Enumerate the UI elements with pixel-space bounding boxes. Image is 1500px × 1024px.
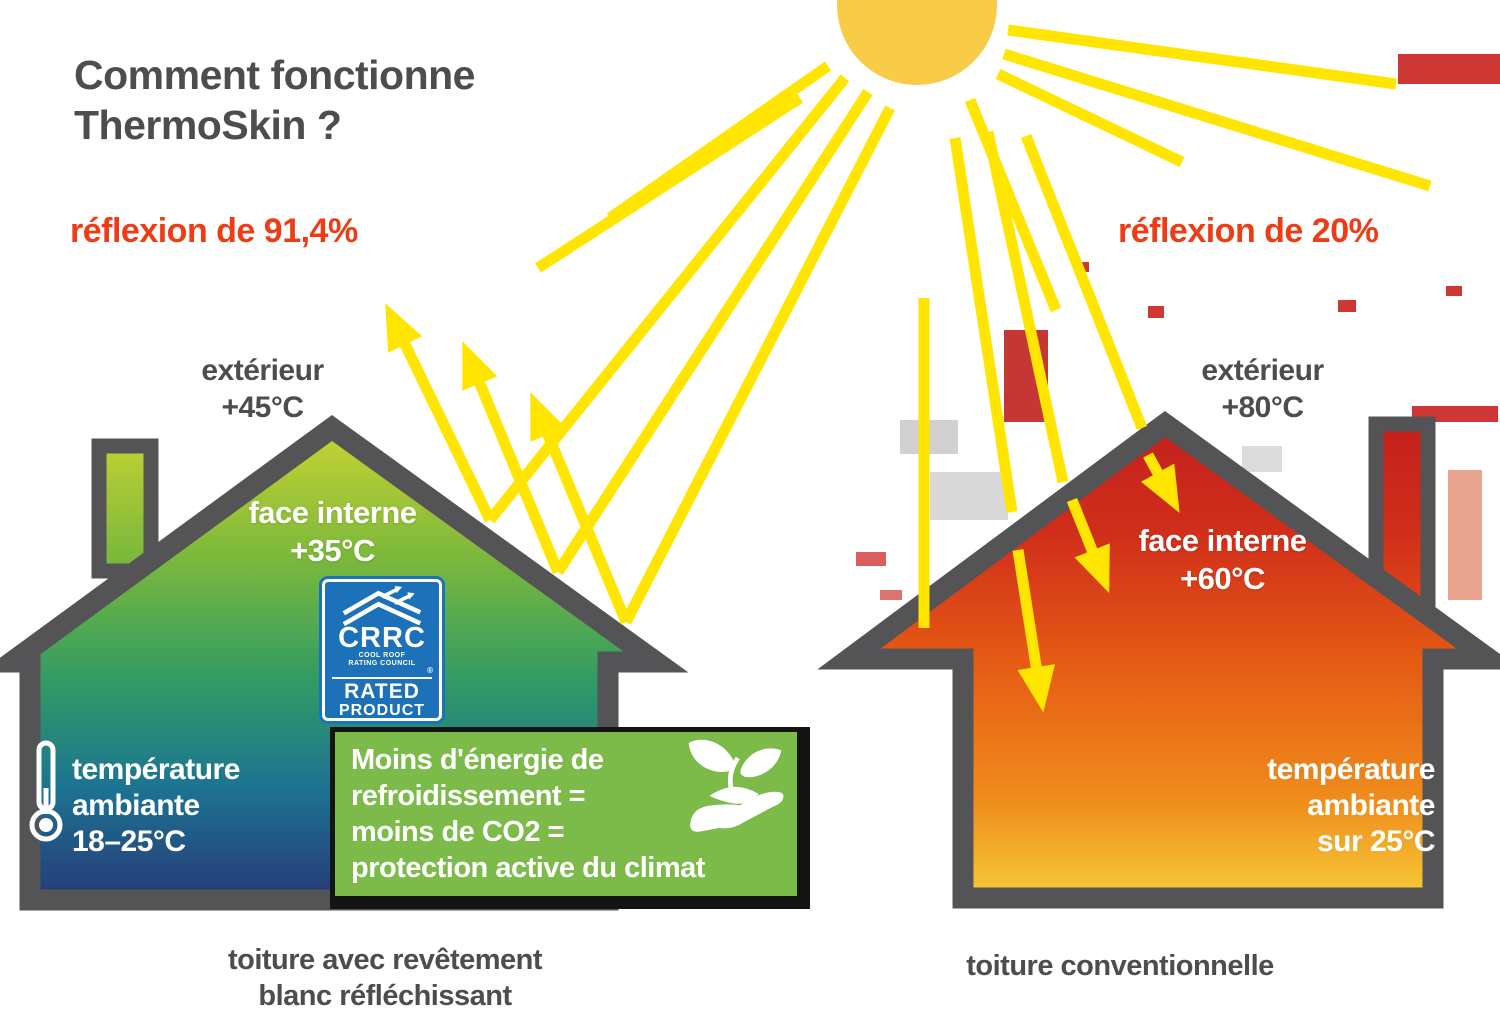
left-chimney (91, 438, 159, 579)
right-inner-face-temp: +60°C (1180, 561, 1265, 596)
left-inner-face-label: face interne +35°C (235, 494, 430, 570)
right-ambient-word2: ambiante (1307, 789, 1435, 822)
left-ambient-temp: 18–25°C (72, 825, 186, 858)
reflected-ray-arrow (462, 341, 564, 575)
title-line1: Comment fonctionne (74, 52, 475, 98)
left-surface-temp: +45°C (221, 391, 304, 424)
left-inner-face-text: face interne (248, 495, 417, 530)
right-house-shape (817, 410, 1500, 909)
left-reflection-label: réflexion de 91,4% (70, 212, 358, 250)
crrc-rated-text: RATED (344, 680, 420, 703)
sun-rays (385, 24, 1432, 713)
crrc-acronym: CRRC (338, 622, 426, 654)
left-house-caption: toiture avec revêtement blanc réfléchiss… (225, 942, 545, 1014)
left-ambient-word1: température (72, 753, 240, 786)
crrc-subtitle2: RATING COUNCIL (348, 660, 416, 667)
right-surface-word: extérieur (1201, 354, 1324, 387)
left-caption-line2: blanc réfléchissant (258, 980, 512, 1012)
title-line2: ThermoSkin ? (74, 102, 342, 148)
compression-artifacts (856, 54, 1500, 600)
reflected-ray-arrow (385, 303, 495, 523)
sun-icon (837, 0, 997, 85)
heat-ray-arrow (1140, 452, 1180, 513)
crrc-product-text: PRODUCT (338, 702, 426, 719)
left-ambient-word2: ambiante (72, 789, 200, 822)
benefit-line3: moins de CO2 = (351, 816, 564, 848)
benefit-line2: refroidissement = (351, 780, 586, 812)
page-title: Comment fonctionne ThermoSkin ? (74, 50, 475, 150)
benefit-line4: protection active du climat (351, 852, 705, 884)
crrc-rated-product-badge: CRRC COOL ROOF RATING COUNCIL ® RATED PR… (322, 579, 442, 721)
left-surface-label: extérieur +45°C (170, 352, 355, 426)
right-surface-temp: +80°C (1221, 391, 1304, 424)
registered-mark: ® (427, 666, 433, 675)
left-surface-word: extérieur (201, 354, 324, 387)
reflected-ray-arrow (530, 392, 632, 625)
right-ambient-temp: sur 25°C (1316, 825, 1436, 858)
right-reflection-label: réflexion de 20% (1118, 212, 1379, 250)
heat-ray-arrow (1012, 549, 1056, 713)
crrc-divider (332, 677, 432, 679)
right-inner-face-label: face interne +60°C (1125, 522, 1320, 598)
thermometer-icon (29, 740, 63, 842)
plant-in-hand-icon (688, 739, 784, 832)
benefit-box: Moins d'énergie de refroidissement = moi… (330, 727, 810, 909)
left-ambient-label: température ambiante 18–25°C (72, 752, 240, 860)
crrc-roof-icon (342, 586, 422, 626)
benefit-line1: Moins d'énergie de (351, 744, 604, 776)
right-surface-label: extérieur +80°C (1170, 352, 1355, 426)
thermometer-icon (1443, 742, 1477, 844)
right-inner-face-text: face interne (1138, 523, 1307, 558)
right-house-caption: toiture conventionnelle (966, 950, 1274, 982)
heat-ray-arrow (1066, 497, 1110, 594)
crrc-subtitle1: COOL ROOF (358, 652, 406, 659)
left-inner-face-temp: +35°C (290, 533, 375, 568)
right-ambient-word1: température (1267, 753, 1435, 786)
right-ambient-label: température ambiante sur 25°C (1180, 752, 1435, 860)
left-caption-line1: toiture avec revêtement (227, 944, 543, 976)
